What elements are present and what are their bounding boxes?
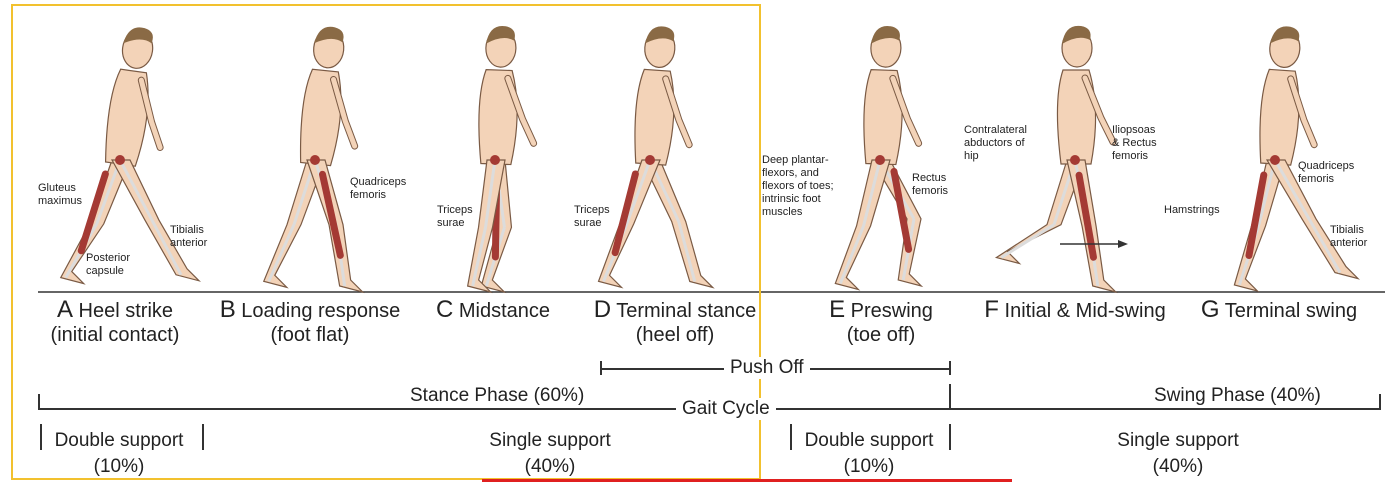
phase-c-label: C Midstance: [430, 298, 556, 323]
support-tick-3: [790, 424, 792, 450]
gait-cycle-tick-left: [38, 394, 40, 410]
phase-e-label: E Preswing (toe off): [818, 298, 944, 347]
phase-letter: B: [220, 296, 236, 323]
annotation-quadriceps-b: Quadriceps femoris: [350, 176, 406, 202]
phase-title: Initial & Mid-swing: [1005, 300, 1166, 322]
phase-letter: C: [436, 296, 453, 323]
phase-title: Heel strike: [79, 300, 173, 322]
gait-cycle-tick-right: [1379, 394, 1381, 410]
support-double-1: Double support(10%): [44, 428, 194, 480]
annotation-deep-plantar: Deep plantar- flexors, and flexors of to…: [762, 154, 834, 219]
phase-b-label: B Loading response (foot flat): [212, 298, 408, 347]
phase-title: Midstance: [459, 300, 550, 322]
phase-letter: A: [57, 296, 73, 323]
support-double-2: Double support(10%): [794, 428, 944, 480]
phase-letter: G: [1201, 296, 1220, 323]
stance-swing-divider: [949, 384, 951, 410]
phase-title: Terminal swing: [1225, 300, 1357, 322]
phase-letter: D: [594, 296, 611, 323]
support-tick-1: [40, 424, 42, 450]
phase-title: Loading response: [241, 300, 400, 322]
stance-phase-label: Stance Phase (60%): [410, 384, 584, 408]
motion-arrow-head: [1118, 240, 1128, 248]
support-single-2: Single support(40%): [1096, 428, 1260, 480]
annotation-tibialis-g: Tibialis anterior: [1330, 224, 1367, 250]
swing-phase-label: Swing Phase (40%): [1154, 384, 1321, 408]
phase-subtitle: (initial contact): [51, 324, 180, 346]
support-single-1: Single support(40%): [470, 428, 630, 480]
support-tick-2: [202, 424, 204, 450]
annotation-rectus-e: Rectus femoris: [912, 172, 948, 198]
phase-title: Preswing: [851, 300, 933, 322]
annotation-triceps-c: Triceps surae: [437, 204, 473, 230]
annotation-tibialis-anterior-a: Tibialis anterior: [170, 224, 207, 250]
support-tick-4: [949, 424, 951, 450]
annotation-triceps-d: Triceps surae: [574, 204, 610, 230]
annotation-contralateral: Contralateral abductors of hip: [964, 124, 1027, 163]
gait-cycle-label: Gait Cycle: [676, 398, 776, 420]
phase-subtitle: (toe off): [847, 324, 916, 346]
annotation-posterior-capsule: Posterior capsule: [86, 252, 130, 278]
phase-title: Terminal stance: [616, 300, 756, 322]
push-off-tick-right: [949, 361, 951, 375]
annotation-quadriceps-g: Quadriceps femoris: [1298, 160, 1354, 186]
phase-subtitle: (foot flat): [271, 324, 350, 346]
annotation-iliopsoas: Iliopsoas & Rectus femoris: [1112, 124, 1157, 163]
phase-letter: E: [829, 296, 845, 323]
phase-subtitle: (heel off): [636, 324, 715, 346]
phase-f-label: F Initial & Mid-swing: [976, 298, 1174, 323]
annotation-hamstrings: Hamstrings: [1164, 204, 1220, 217]
push-off-tick-left: [600, 361, 602, 375]
push-off-label: Push Off: [724, 357, 810, 379]
annotation-gluteus-maximus: Gluteus maximus: [38, 182, 82, 208]
phase-g-label: G Terminal swing: [1194, 298, 1364, 323]
phase-a-label: A Heel strike (initial contact): [40, 298, 190, 347]
phase-d-label: D Terminal stance (heel off): [588, 298, 762, 347]
walking-figure: [1234, 25, 1358, 291]
walking-figure: [835, 25, 921, 289]
phase-letter: F: [984, 296, 999, 323]
